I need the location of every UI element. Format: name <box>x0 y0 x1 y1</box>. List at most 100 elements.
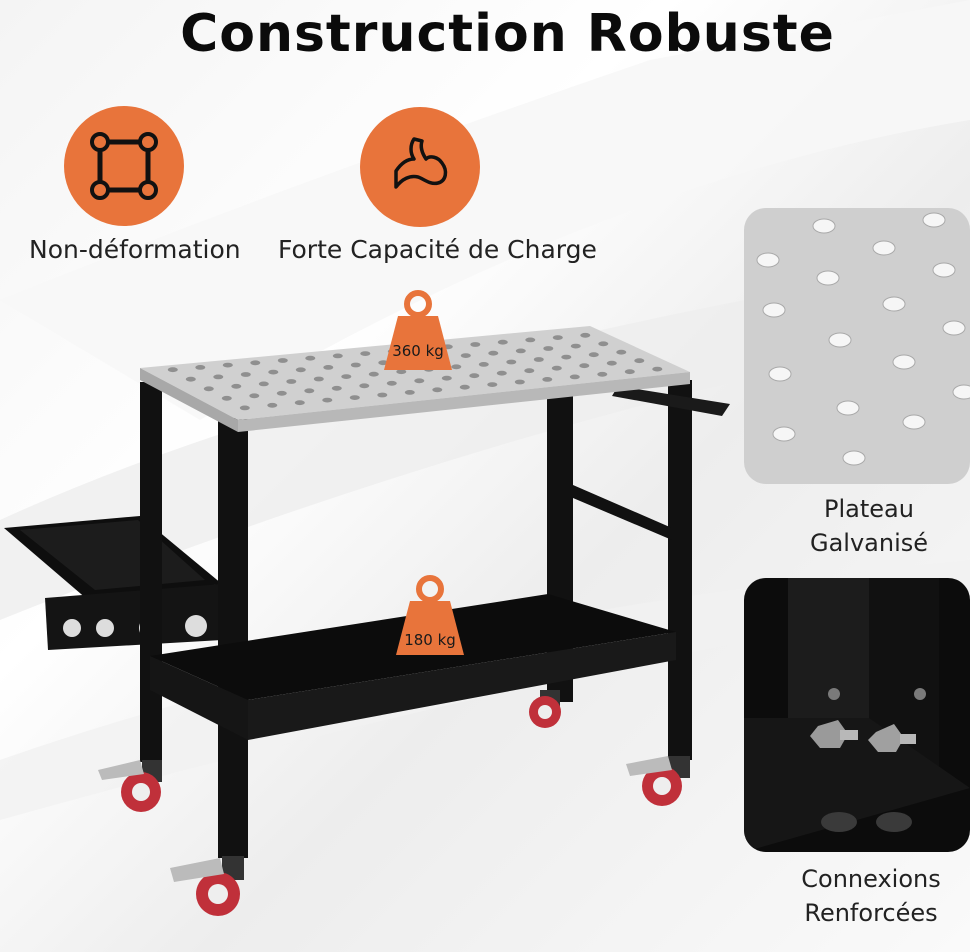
perforation-hole <box>514 379 525 385</box>
flexed-arm-icon <box>394 137 448 189</box>
bolt-icon <box>810 720 858 748</box>
perforation-hole <box>872 240 896 256</box>
perforation-hole <box>304 388 315 394</box>
perforation-hole <box>579 363 590 369</box>
caster-wheel <box>626 756 690 806</box>
perforation-hole <box>569 374 580 380</box>
perforation-hole <box>469 373 480 379</box>
perforation-hole <box>902 414 926 430</box>
perforation-hole <box>349 395 360 400</box>
perforation-hole <box>414 378 425 384</box>
connections-caption: Connexions Renforcées <box>786 862 956 930</box>
feature-label-load-capacity: Forte Capacité de Charge <box>278 235 597 264</box>
perforation-hole <box>812 218 836 234</box>
perforation-hole <box>195 365 206 370</box>
perforation-hole <box>322 397 333 403</box>
page-title: Construction Robuste <box>180 4 835 64</box>
weight-icon <box>396 575 464 655</box>
caster-wheel <box>98 760 162 812</box>
perforation-hole <box>359 383 370 389</box>
galvanized-plate-closeup <box>744 208 970 484</box>
perforation-hole <box>478 362 489 367</box>
perforation-hole <box>515 348 526 354</box>
perforation-hole <box>942 320 966 336</box>
bolt-connections-image <box>744 578 970 852</box>
perforation-hole <box>239 405 250 411</box>
perforation-hole <box>768 366 792 382</box>
perforation-hole <box>624 369 635 375</box>
perforation-hole <box>543 346 554 351</box>
perforation-hole <box>451 364 462 370</box>
perforation-hole <box>305 355 316 361</box>
perforation-hole <box>268 369 279 375</box>
perforation-hole <box>368 371 379 377</box>
weight-badge-bottom: 180 kg <box>392 575 468 659</box>
perforation-hole <box>488 350 499 356</box>
perforation-hole <box>552 335 563 340</box>
perforation-hole <box>295 367 306 373</box>
perforation-hole <box>580 332 591 338</box>
weight-badge-top: 360 kg <box>380 290 456 374</box>
perforation-hole <box>497 339 508 345</box>
perforation-hole <box>882 296 906 312</box>
perforation-hole <box>276 390 287 396</box>
connections-caption-line2: Renforcées <box>804 899 938 927</box>
perforation-hole <box>258 381 269 387</box>
perforation-hole <box>203 386 214 392</box>
perforation-hole <box>459 384 470 390</box>
perforation-hole <box>470 342 481 347</box>
feature-label-non-deformation: Non-déformation <box>29 235 241 264</box>
perforation-hole <box>213 374 224 380</box>
feature-icon-badge <box>360 107 480 227</box>
perforation-hole <box>396 369 407 375</box>
bolt-icon <box>868 724 916 752</box>
perforation-hole <box>597 371 608 377</box>
perforation-hole <box>341 374 352 379</box>
perforation-hole <box>762 302 786 318</box>
plate-caption: Plateau Galvanisé <box>794 492 944 560</box>
perforation-hole <box>892 354 916 370</box>
perforation-hole <box>634 358 645 364</box>
perforation-hole <box>167 367 178 373</box>
perforation-hole <box>332 353 343 359</box>
perforation-hole <box>932 262 956 278</box>
perforation-hole <box>377 392 388 398</box>
perforation-hole <box>250 360 261 366</box>
perforation-hole <box>222 362 233 368</box>
caster-wheel <box>170 856 244 916</box>
perforation-hole <box>460 353 471 358</box>
perforation-hole <box>816 270 840 286</box>
perforation-hole <box>350 362 361 368</box>
side-tray <box>4 516 222 650</box>
caster-wheel <box>529 690 561 728</box>
perforation-hole <box>836 400 860 416</box>
plate-closeup-holes <box>756 212 970 466</box>
perforation-hole <box>524 368 535 374</box>
perforation-hole <box>404 390 415 395</box>
connections-caption-line1: Connexions <box>801 865 941 893</box>
perforation-hole <box>756 252 780 268</box>
feature-icon-badge <box>64 106 184 226</box>
plate-caption-line1: Plateau <box>824 495 914 523</box>
perforation-hole <box>842 450 866 466</box>
perforation-hole <box>952 384 970 400</box>
perforation-hole <box>588 352 599 358</box>
weight-label-bottom: 180 kg <box>404 631 456 649</box>
perforation-hole <box>772 426 796 442</box>
perforation-hole <box>551 365 562 371</box>
perforation-hole <box>185 376 196 382</box>
perforation-hole <box>561 354 572 360</box>
perforation-hole <box>267 402 278 408</box>
perforation-hole <box>652 366 663 372</box>
perforation-hole <box>542 377 553 382</box>
perforation-hole <box>922 212 946 228</box>
perforation-hole <box>441 375 452 381</box>
perforation-hole <box>286 379 297 384</box>
perforation-hole <box>570 343 581 349</box>
perforation-hole <box>331 385 342 391</box>
perforation-hole <box>221 395 232 401</box>
perforation-hole <box>487 382 498 387</box>
perforation-hole <box>323 365 334 370</box>
perforation-hole <box>240 372 251 377</box>
perforation-hole <box>360 351 371 356</box>
